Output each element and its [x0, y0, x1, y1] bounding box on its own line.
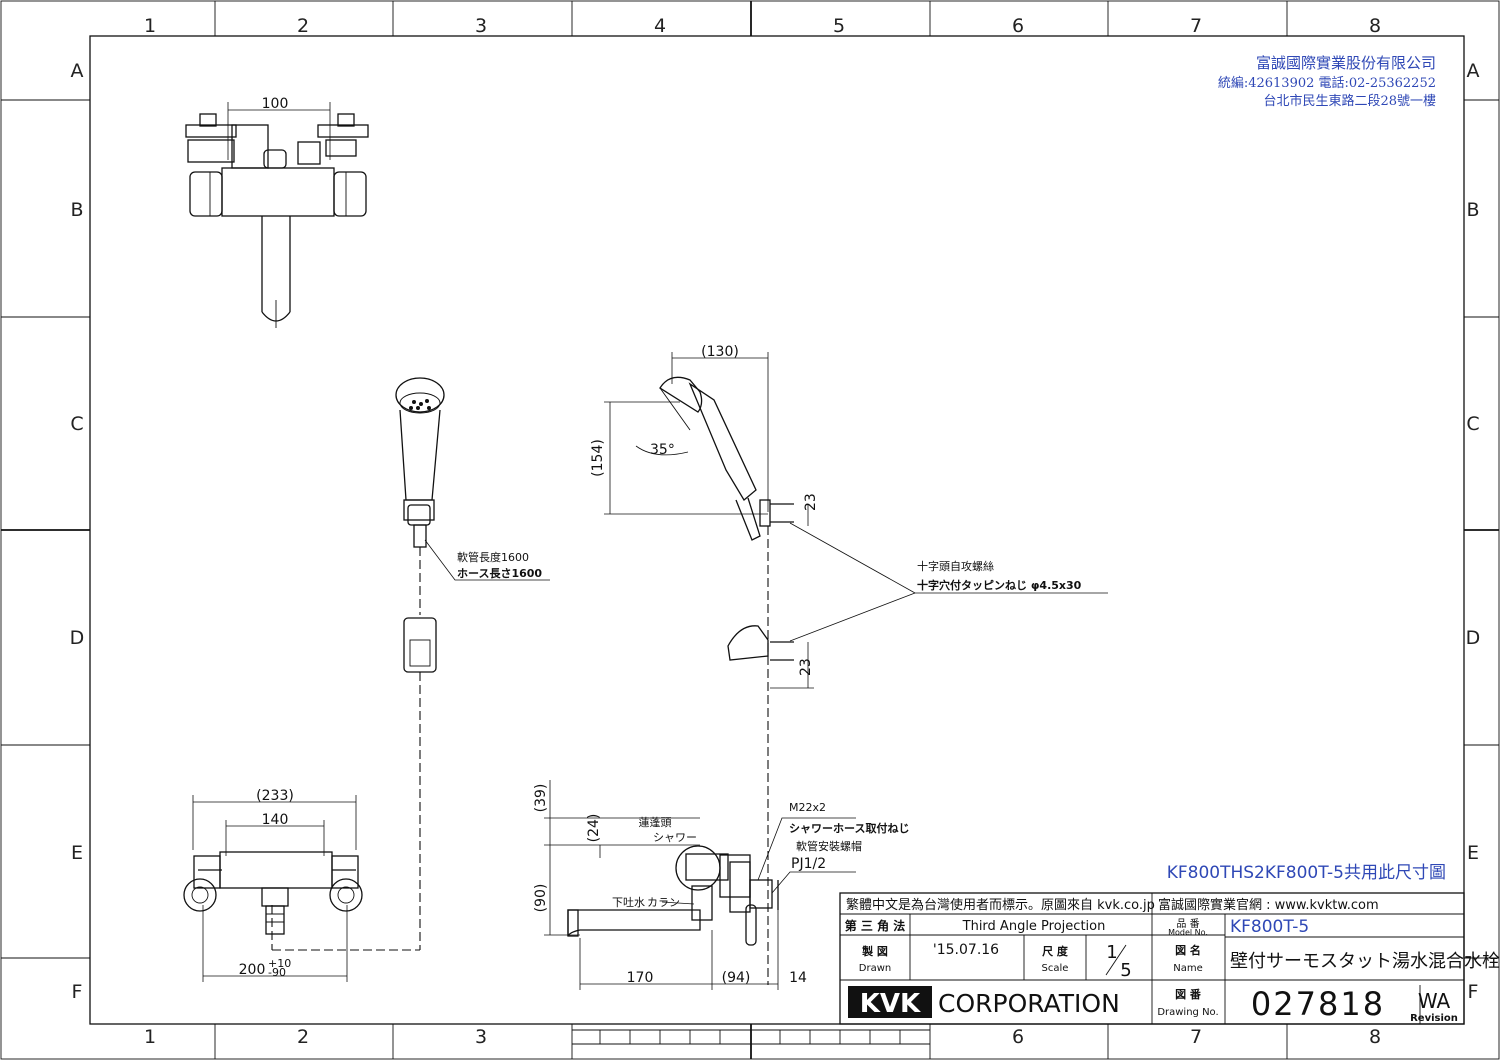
hand-shower-front-view: 軟管長度1600 ホース長さ1600	[271, 377, 550, 951]
dim-side-low: (90)	[533, 884, 549, 913]
grid-row-f-right: F	[1468, 981, 1479, 1003]
kvk-logo-mark	[848, 986, 932, 1018]
grid-row-labels-right: A B C D E F	[1466, 60, 1481, 1003]
dim-front-bottom-tol-plus: +10	[268, 957, 291, 970]
revision-value: WA	[1418, 989, 1451, 1013]
grid-column-labels-top: 1 2 3 4 5 6 7 8	[144, 15, 1381, 37]
note-thread-size: M22x2	[789, 801, 826, 814]
chinese-usage-note: 繁體中文是為台灣使用者而標示。原圖來自 kvk.co.jp	[846, 897, 1155, 913]
grid-row-a: A	[71, 60, 84, 82]
dim-hand-shower-height: (154)	[590, 439, 606, 477]
hand-shower-side-view: (130) (154) 35° 23 23 十字頭自攻螺絲 十字穴付タッピンねじ…	[590, 344, 1108, 985]
scale-label-en: Scale	[1042, 963, 1069, 974]
drawn-label-en: Drawn	[859, 963, 891, 974]
grid-column-labels-bottom: 1 2 3 6 7 8	[144, 1026, 1381, 1048]
dim-bracket-gap-upper: 23	[803, 493, 819, 511]
drawing-number: 027818	[1251, 985, 1385, 1023]
projection-jp: 第 三 角 法	[845, 918, 906, 933]
mixer-side-view: (39) (24) (90) 蓮蓬頭 シャワー 下吐水 カラン 170 (94)…	[533, 780, 909, 990]
name-label-en: Name	[1173, 963, 1203, 974]
grid-col-1: 1	[144, 15, 156, 37]
note-hose-length-jp: ホース長さ1600	[457, 567, 542, 580]
scale-denominator: 5	[1120, 960, 1131, 981]
grid-row-d: D	[70, 627, 85, 649]
corporation-text: CORPORATION	[938, 989, 1120, 1018]
top-view-faucet: 100	[185, 96, 369, 328]
grid-row-c: C	[70, 413, 83, 435]
note-thread-jp: シャワーホース取付ねじ	[789, 821, 909, 835]
model-value: KF800T-5	[1230, 917, 1309, 937]
kvk-logo-text: KVK	[860, 989, 921, 1019]
note-hose-length-tw: 軟管長度1600	[457, 550, 529, 564]
projection-en: Third Angle Projection	[962, 919, 1106, 934]
grid-col-6: 6	[1012, 15, 1024, 37]
shared-dimension-note: KF800THS2KF800T-5共用此尺寸圖	[1167, 863, 1446, 883]
company-address: 台北市民生東路二段28號一樓	[1263, 93, 1436, 109]
grid-row-c-right: C	[1466, 413, 1479, 435]
grid-row-b: B	[70, 199, 83, 221]
name-label-jp: 図 名	[1175, 943, 1201, 957]
dim-bracket-gap-lower: 23	[798, 658, 814, 676]
dim-side-mid: (24)	[586, 814, 602, 843]
title-block: 繁體中文是為台灣使用者而標示。原圖來自 kvk.co.jp 富誠國際實業官網 :…	[839, 892, 1500, 1025]
grid-col-2: 2	[297, 15, 309, 37]
note-mount-tw: 軟管安裝螺帽	[796, 839, 862, 853]
model-label-jp: 品 番	[1176, 918, 1199, 930]
grid-col-8: 8	[1369, 15, 1381, 37]
dim-side-top: (39)	[533, 784, 549, 813]
grid-col-7-bottom: 7	[1190, 1026, 1202, 1048]
note-shower-tw: 蓮蓬頭	[639, 815, 672, 829]
note-shower-jp: シャワー	[653, 831, 697, 844]
note-mount-size: PJ1/2	[791, 856, 826, 872]
grid-row-e: E	[71, 842, 83, 864]
grid-row-e-right: E	[1467, 842, 1479, 864]
company-name: 富誠國際實業股份有限公司	[1256, 54, 1436, 72]
dim-front-inner: 140	[262, 812, 289, 828]
scale-numerator: 1	[1106, 942, 1117, 963]
dim-front-bottom-main: 200	[239, 962, 266, 978]
model-label-en: Model No.	[1168, 928, 1208, 937]
company-info: 富誠國際實業股份有限公司 統編:42613902 電話:02-25362252 …	[1218, 54, 1436, 109]
note-screw-tw: 十字頭自攻螺絲	[917, 559, 994, 573]
grid-row-b-right: B	[1466, 199, 1479, 221]
grid-col-6-bottom: 6	[1012, 1026, 1024, 1048]
dim-front-overall: (233)	[256, 788, 294, 804]
dim-hand-shower-width: (130)	[701, 344, 739, 360]
dim-spout-length: 170	[627, 970, 654, 986]
grid-col-3: 3	[475, 15, 487, 37]
grid-col-8-bottom: 8	[1369, 1026, 1381, 1048]
note-screw-jp: 十字穴付タッピンねじ φ4.5x30	[917, 578, 1082, 592]
dim-top-spacing: 100	[262, 96, 289, 112]
dim-wall-offset: 14	[789, 970, 807, 986]
dim-front-bottom-tol-minus: -90	[268, 966, 286, 979]
drawing-no-label-en: Drawing No.	[1157, 1007, 1218, 1018]
note-outlet-jp: カラン	[647, 896, 680, 909]
grid-row-labels-left: A B C D E F	[70, 60, 85, 1003]
note-outlet-tw: 下吐水	[612, 896, 645, 909]
grid-col-5: 5	[833, 15, 845, 37]
grid-row-d-right: D	[1466, 627, 1481, 649]
mixer-front-view: (233) 140 200 +10 -90	[183, 788, 363, 982]
grid-col-4: 4	[654, 15, 666, 37]
scale-label-jp: 尺 度	[1042, 944, 1069, 958]
company-tax-phone: 統編:42613902 電話:02-25362252	[1218, 75, 1436, 91]
grid-col-7: 7	[1190, 15, 1202, 37]
grid-row-f: F	[72, 981, 83, 1003]
product-name: 壁付サーモスタット湯水混合水栓	[1230, 951, 1500, 972]
dim-spout-offset: (94)	[722, 970, 751, 986]
drawing-no-label-jp: 図 番	[1175, 987, 1202, 1001]
drawn-date: '15.07.16	[933, 942, 999, 958]
dim-spray-angle: 35°	[650, 442, 675, 458]
revision-label: Revision	[1410, 1013, 1458, 1024]
grid-row-a-right: A	[1467, 60, 1480, 82]
grid-col-3-bottom: 3	[475, 1026, 487, 1048]
grid-col-1-bottom: 1	[144, 1026, 156, 1048]
drawn-label-jp: 製 図	[861, 944, 888, 958]
grid-col-2-bottom: 2	[297, 1026, 309, 1048]
official-site: 富誠國際實業官網 : www.kvktw.com	[1158, 897, 1379, 913]
